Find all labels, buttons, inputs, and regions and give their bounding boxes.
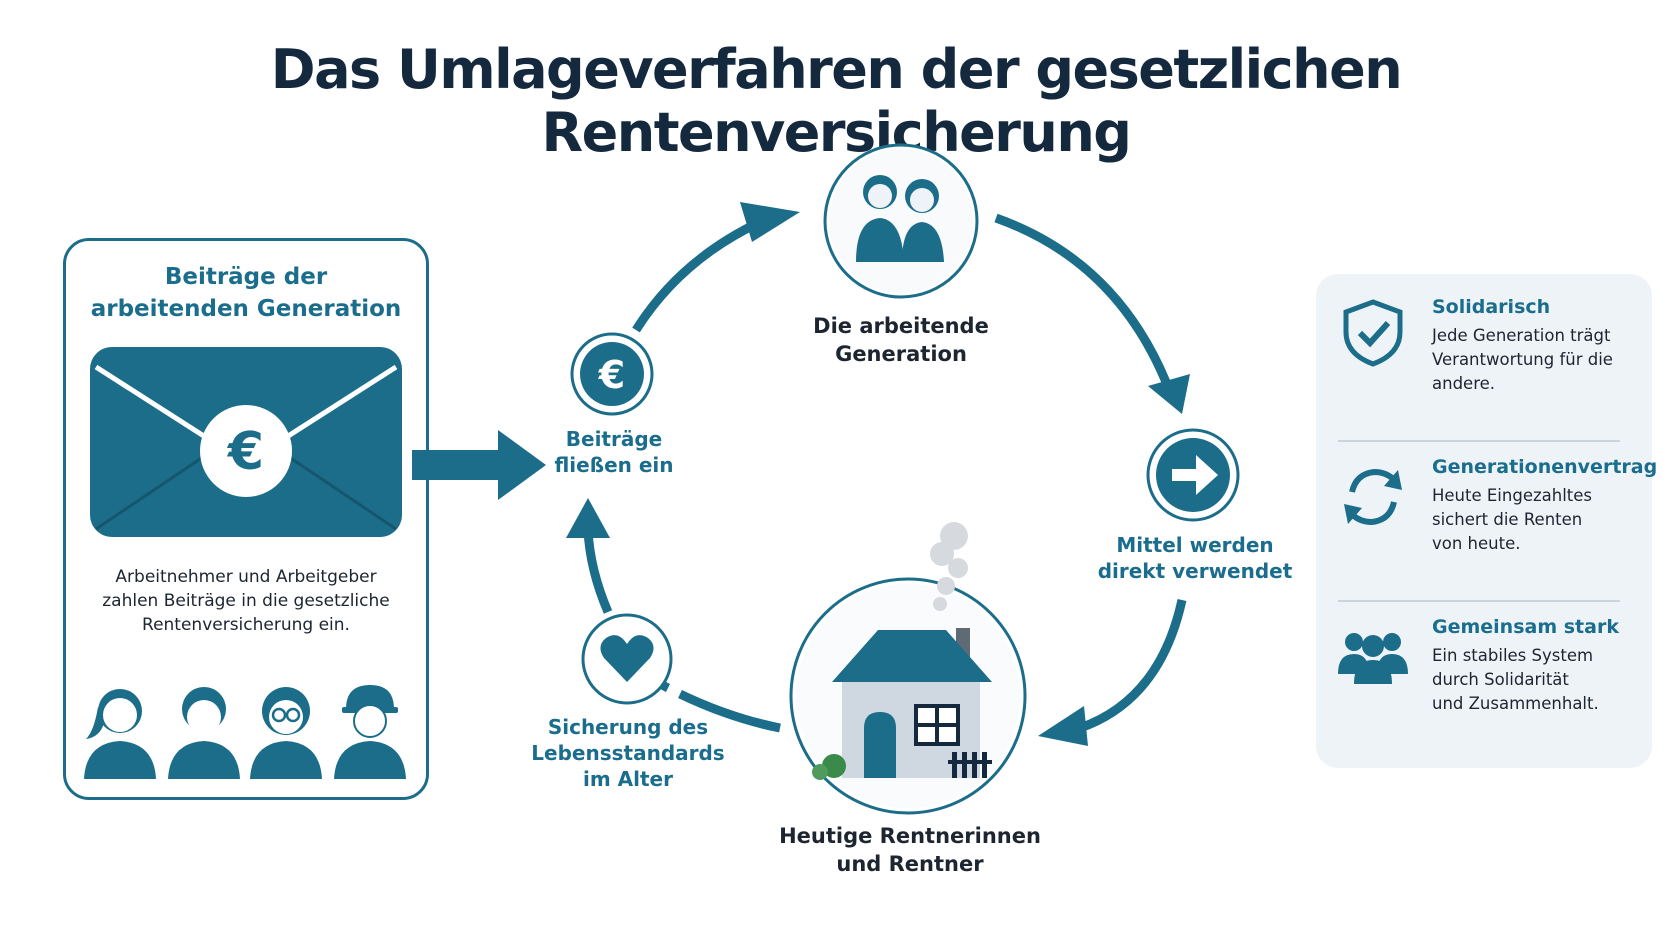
flow-arrow-icon [412, 430, 546, 500]
heart-icon [600, 635, 654, 682]
contributions-card: Beiträge der arbeitenden Generation € Ar… [63, 238, 429, 800]
couple-icon [856, 175, 944, 262]
shield-check-icon [1343, 299, 1403, 367]
security-label: Sicherung des Lebensstandards im Alter [531, 715, 725, 791]
envelope-euro-symbol: € [227, 422, 264, 482]
arrow-to-contributions [583, 529, 613, 614]
feature-title: Generationenvertrag [1432, 456, 1658, 478]
pensioners-circle [789, 522, 1027, 815]
card-text-line3: Rentenversicherung ein. [142, 615, 350, 635]
arrowhead-4 [566, 498, 610, 538]
features-panel: Solidarisch Jede Generation trägt Verant… [1316, 274, 1657, 768]
arrowhead-3 [1038, 706, 1088, 746]
funds-label: Mittel werden direkt verwendet [1097, 533, 1293, 583]
contributions-label: Beiträge fließen ein [554, 427, 674, 477]
funds-circle [1146, 428, 1240, 522]
card-title-line1: Beiträge der [164, 264, 328, 290]
contributions-circle: € [570, 332, 654, 416]
pensioners-label: Heutige Rentnerinnen und Rentner [779, 824, 1041, 876]
arrowhead-2 [1148, 374, 1190, 414]
workers-icon-row [84, 685, 406, 779]
card-description: Arbeitnehmer und Arbeitgeber zahlen Beit… [66, 565, 426, 637]
smoke-icon [930, 522, 968, 611]
woman-glasses-icon [250, 687, 322, 779]
card-title: Beiträge der arbeitenden Generation [66, 261, 426, 325]
woman-ponytail-icon [84, 689, 156, 779]
feature-generationenvertrag: Generationenvertrag Heute Eingezahltes s… [1316, 434, 1657, 584]
arrow-to-funds [994, 213, 1175, 394]
page-title: Das Umlageverfahren der gesetzlichen Ren… [270, 38, 1403, 164]
security-circle [581, 613, 673, 705]
card-text-line1: Arbeitnehmer und Arbeitgeber [115, 567, 377, 587]
arrow-to-working-generation [632, 217, 762, 333]
feature-text: Jede Generation trägt Verantwortung für … [1432, 326, 1613, 393]
refresh-cycle-icon [1344, 468, 1402, 526]
card-text-line2: zahlen Beiträge in die gesetzliche [102, 591, 390, 611]
feature-gemeinsam-stark: Gemeinsam stark Ein stabiles System durc… [1316, 594, 1652, 744]
working-generation-label: Die arbeitende Generation [813, 314, 989, 366]
envelope-icon: € [90, 347, 402, 537]
man-icon [168, 687, 240, 779]
arrow-right-icon [1172, 455, 1218, 495]
feature-text: Heute Eingezahltes sichert die Renten vo… [1432, 486, 1593, 553]
house-icon [812, 628, 992, 780]
divider [1338, 600, 1620, 602]
worker-helmet-icon [334, 685, 406, 779]
arrowhead-1 [740, 202, 800, 242]
feature-text: Ein stabiles System durch Solidarität un… [1432, 646, 1599, 713]
feature-title: Gemeinsam stark [1432, 616, 1619, 638]
feature-title: Solidarisch [1432, 296, 1551, 318]
arrow-to-security [678, 689, 781, 733]
group-icon [1338, 633, 1408, 684]
euro-icon: € [598, 353, 625, 397]
divider [1338, 440, 1620, 442]
arrow-to-pensioners [1078, 599, 1187, 733]
working-generation-circle [823, 143, 979, 299]
feature-solidarisch: Solidarisch Jede Generation trägt Verant… [1316, 274, 1652, 424]
card-title-line2: arbeitenden Generation [90, 296, 402, 322]
